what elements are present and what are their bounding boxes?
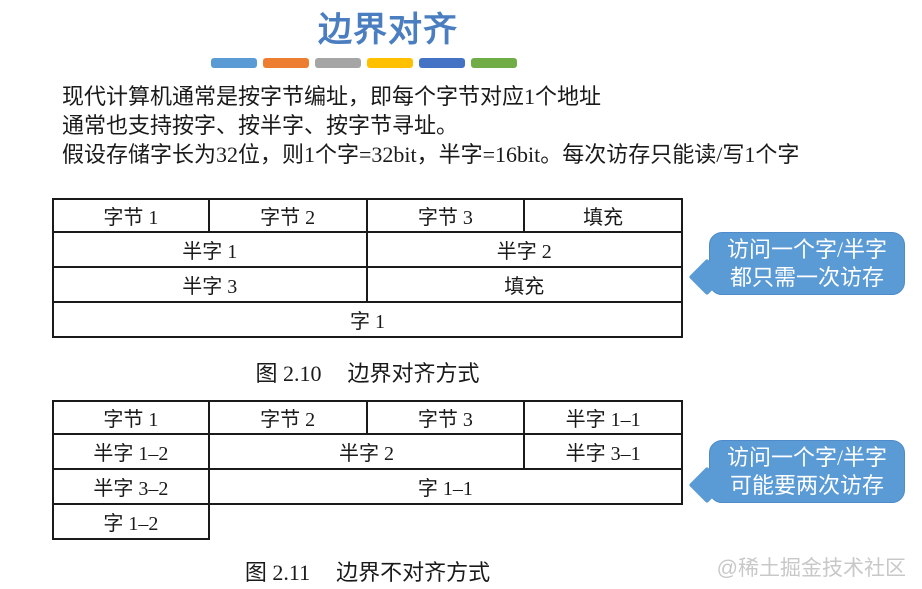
memory-cell: 填充 [367,268,683,303]
memory-cell: 半字 1–1 [525,400,683,435]
memory-cell: 字节 3 [367,400,526,435]
callout-aligned: 访问一个字/半字 都只需一次访存 [688,232,905,296]
figure-number: 图 2.11 [244,560,311,585]
accent-bar-3 [315,58,361,68]
memory-cell: 半字 2 [209,435,526,470]
table-row: 字 1 [52,303,683,338]
memory-cell: 字 1–1 [209,470,683,505]
memory-cell: 字节 1 [52,400,210,435]
memory-cell: 字节 2 [209,400,368,435]
aligned-memory-table: 字节 1 字节 2 字节 3 填充 半字 1 半字 2 半字 3 填充 字 1 [52,198,683,338]
callout-line: 访问一个字/半字 [726,236,888,262]
figure-caption-2-11: 图 2.11 边界不对齐方式 [52,555,683,587]
memory-cell: 字节 2 [209,198,368,233]
intro-line-3: 假设存储字长为32位，则1个字=32bit，半字=16bit。每次访存只能读/写… [62,142,800,167]
intro-text: 现代计算机通常是按字节编址，即每个字节对应1个地址 通常也支持按字、按半字、按字… [62,82,799,169]
callout-line: 都只需一次访存 [729,264,884,290]
callout-tail [688,258,726,296]
memory-cell: 字 1 [52,303,683,338]
figure-number: 图 2.10 [255,361,322,386]
memory-cell: 字 1–2 [52,505,210,540]
callout-line: 访问一个字/半字 [726,444,888,470]
accent-bars [211,58,517,68]
memory-cell: 半字 3–2 [52,470,210,505]
memory-cell: 字节 3 [367,198,526,233]
accent-bar-1 [211,58,257,68]
table-row: 半字 1 半字 2 [52,233,683,268]
watermark: @稀土掘金技术社区 [716,557,906,580]
figure-caption-text: 边界不对齐方式 [336,560,491,585]
memory-cell: 半字 3 [52,268,368,303]
callout-tail [688,466,726,504]
figure-caption-2-10: 图 2.10 边界对齐方式 [52,356,683,388]
table-row: 半字 1–2 半字 2 半字 3–1 [52,435,683,470]
figure-caption-text: 边界对齐方式 [347,361,480,386]
intro-line-1: 现代计算机通常是按字节编址，即每个字节对应1个地址 [62,84,602,109]
accent-bar-6 [471,58,517,68]
intro-line-2: 通常也支持按字、按半字、按字节寻址。 [62,113,459,138]
table-row: 字节 1 字节 2 字节 3 半字 1–1 [52,400,683,435]
callout-unaligned: 访问一个字/半字 可能要两次访存 [688,440,905,504]
memory-cell: 半字 3–1 [525,435,683,470]
accent-bar-2 [263,58,309,68]
page-title: 边界对齐 [318,12,458,49]
memory-cell: 字节 1 [52,198,210,233]
accent-bar-5 [419,58,465,68]
unaligned-memory-table: 字节 1 字节 2 字节 3 半字 1–1 半字 1–2 半字 2 半字 3–1… [52,400,683,540]
memory-cell: 半字 2 [367,233,683,268]
table-row: 半字 3 填充 [52,268,683,303]
accent-bar-4 [367,58,413,68]
memory-cell: 半字 1–2 [52,435,210,470]
memory-cell: 半字 1 [52,233,368,268]
table-row: 字节 1 字节 2 字节 3 填充 [52,198,683,233]
table-row: 半字 3–2 字 1–1 [52,470,683,505]
table-row: 字 1–2 [52,505,683,540]
memory-cell: 填充 [525,198,683,233]
callout-line: 可能要两次访存 [729,472,884,498]
